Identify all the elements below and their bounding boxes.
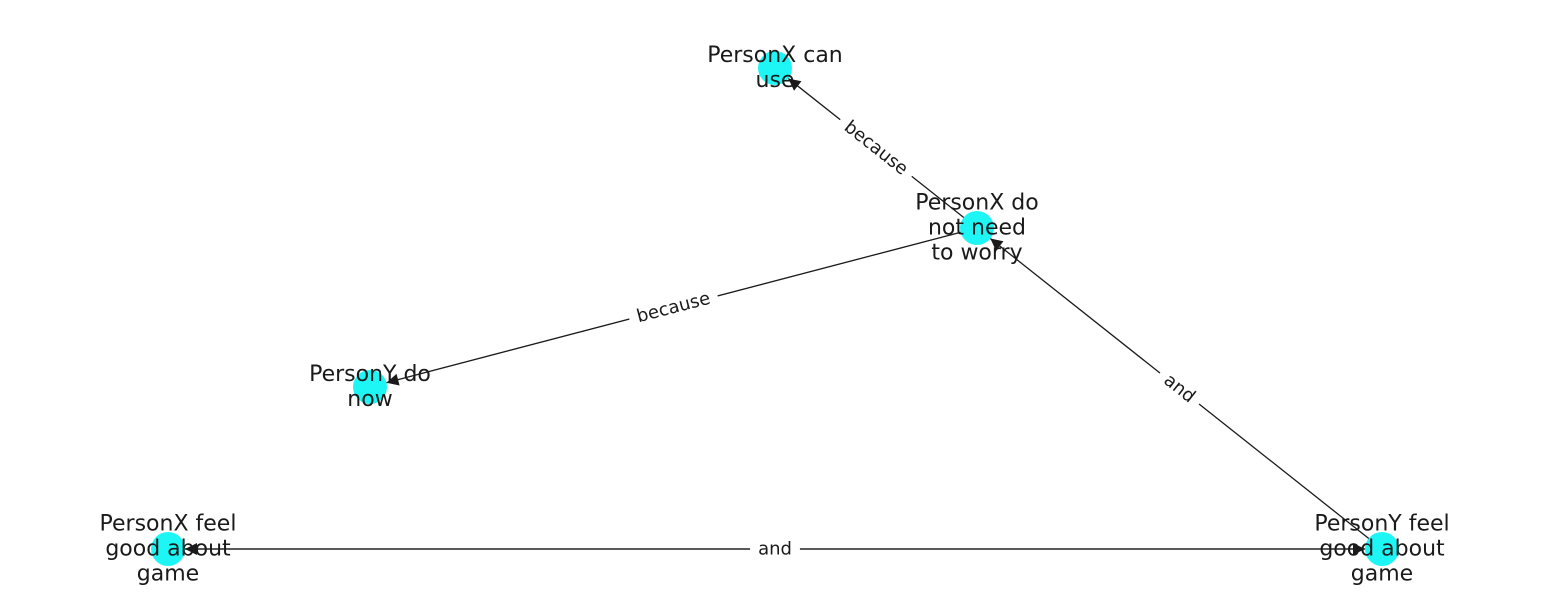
node-n_y_feel[interactable]: [1365, 532, 1399, 566]
node-n_not_need[interactable]: [960, 211, 994, 245]
node-label-line: PersonY feel: [1314, 512, 1449, 537]
node-label-line: now: [347, 387, 392, 412]
edge-label-background: [626, 283, 721, 332]
node-label-line: PersonY do: [309, 362, 431, 387]
edge-label-group-e1: because: [832, 109, 920, 187]
node-label-line: PersonX feel: [100, 512, 237, 537]
node-label-line: good about: [1319, 537, 1445, 562]
node-n_x_feel[interactable]: [151, 532, 185, 566]
edge-label-e2: because: [634, 288, 712, 327]
node-label-line: good about: [105, 537, 231, 562]
node-label-line: game: [1351, 562, 1413, 587]
nodes-layer: [151, 51, 1399, 566]
edge-label-e1: because: [840, 116, 912, 179]
edge-label-background: [1152, 363, 1207, 414]
node-label-line: game: [137, 562, 199, 587]
node-n_y_do_now[interactable]: [353, 370, 387, 404]
node-label-line: not need: [928, 216, 1026, 241]
edges-layer: [168, 78, 1383, 555]
node-n_can_use[interactable]: [758, 51, 792, 85]
node-label-line: PersonX do: [915, 191, 1038, 216]
edge-label-group-e3: and: [1152, 363, 1207, 414]
edge-label-background: [832, 109, 920, 187]
edge-label-background: [750, 536, 800, 562]
node-label-line: to worry: [931, 241, 1022, 266]
edge-labels-layer: because because and and: [626, 109, 1207, 562]
edge-label-group-e2: because: [626, 283, 721, 332]
edge-label-e4: and: [758, 539, 792, 560]
node-label-line: use: [756, 68, 795, 93]
edge-label-group-e4: and: [750, 536, 800, 562]
node-label-line: PersonX can: [707, 43, 843, 68]
